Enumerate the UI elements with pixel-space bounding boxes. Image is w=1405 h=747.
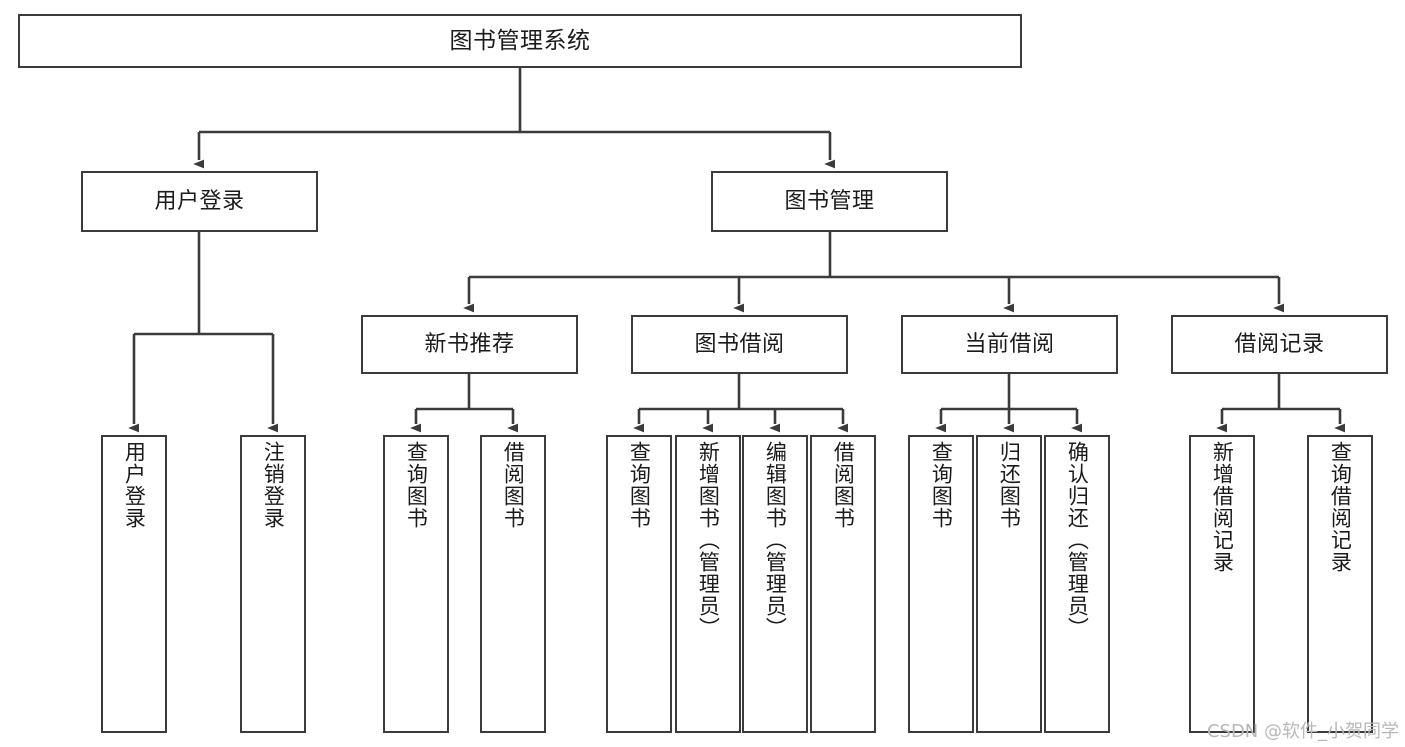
node-label: 图书借阅	[694, 331, 785, 357]
node-leaf-confirm-return-admin[interactable]: 确认归还（管理员）	[1044, 435, 1110, 733]
node-label: 确认归还（管理员）	[1065, 441, 1090, 639]
node-label: 查询图书	[627, 441, 652, 529]
node-current-borrow[interactable]: 当前借阅	[901, 315, 1118, 374]
node-leaf-query-borrow-record[interactable]: 查询借阅记录	[1307, 435, 1373, 733]
node-leaf-borrow-book-recommend[interactable]: 借阅图书	[480, 435, 546, 733]
node-book-management[interactable]: 图书管理	[711, 171, 948, 232]
node-label: 编辑图书（管理员）	[763, 441, 788, 639]
node-root-system[interactable]: 图书管理系统	[18, 14, 1022, 68]
node-label: 查询借阅记录	[1328, 441, 1353, 573]
node-leaf-query-book-recommend[interactable]: 查询图书	[383, 435, 449, 733]
node-leaf-query-book-current[interactable]: 查询图书	[908, 435, 974, 733]
node-label: 用户登录	[122, 441, 147, 529]
node-borrow-record[interactable]: 借阅记录	[1171, 315, 1388, 374]
node-leaf-logout[interactable]: 注销登录	[240, 435, 306, 733]
node-leaf-query-book-borrow[interactable]: 查询图书	[606, 435, 672, 733]
node-label: 注销登录	[261, 441, 286, 529]
node-label: 借阅图书	[831, 441, 856, 529]
node-label: 新书推荐	[424, 331, 515, 357]
node-leaf-return-book[interactable]: 归还图书	[976, 435, 1042, 733]
node-leaf-borrow-book[interactable]: 借阅图书	[810, 435, 876, 733]
node-label: 查询图书	[404, 441, 429, 529]
node-label: 借阅记录	[1234, 331, 1325, 357]
node-leaf-add-borrow-record[interactable]: 新增借阅记录	[1189, 435, 1255, 733]
node-user-login[interactable]: 用户登录	[81, 171, 318, 232]
node-leaf-user-login[interactable]: 用户登录	[101, 435, 167, 733]
node-new-book-recommend[interactable]: 新书推荐	[361, 315, 578, 374]
node-label: 用户登录	[154, 188, 245, 214]
node-leaf-add-book-admin[interactable]: 新增图书（管理员）	[675, 435, 741, 733]
node-label: 图书管理	[784, 188, 875, 214]
node-label: 新增借阅记录	[1210, 441, 1235, 573]
node-label: 新增图书（管理员）	[696, 441, 721, 639]
node-leaf-edit-book-admin[interactable]: 编辑图书（管理员）	[742, 435, 808, 733]
node-label: 当前借阅	[964, 331, 1055, 357]
node-label: 图书管理系统	[449, 27, 591, 54]
node-label: 归还图书	[997, 441, 1022, 529]
node-label: 查询图书	[929, 441, 954, 529]
node-label: 借阅图书	[501, 441, 526, 529]
node-book-borrow[interactable]: 图书借阅	[631, 315, 848, 374]
watermark-text: CSDN @软件_小贺同学	[1206, 721, 1399, 742]
